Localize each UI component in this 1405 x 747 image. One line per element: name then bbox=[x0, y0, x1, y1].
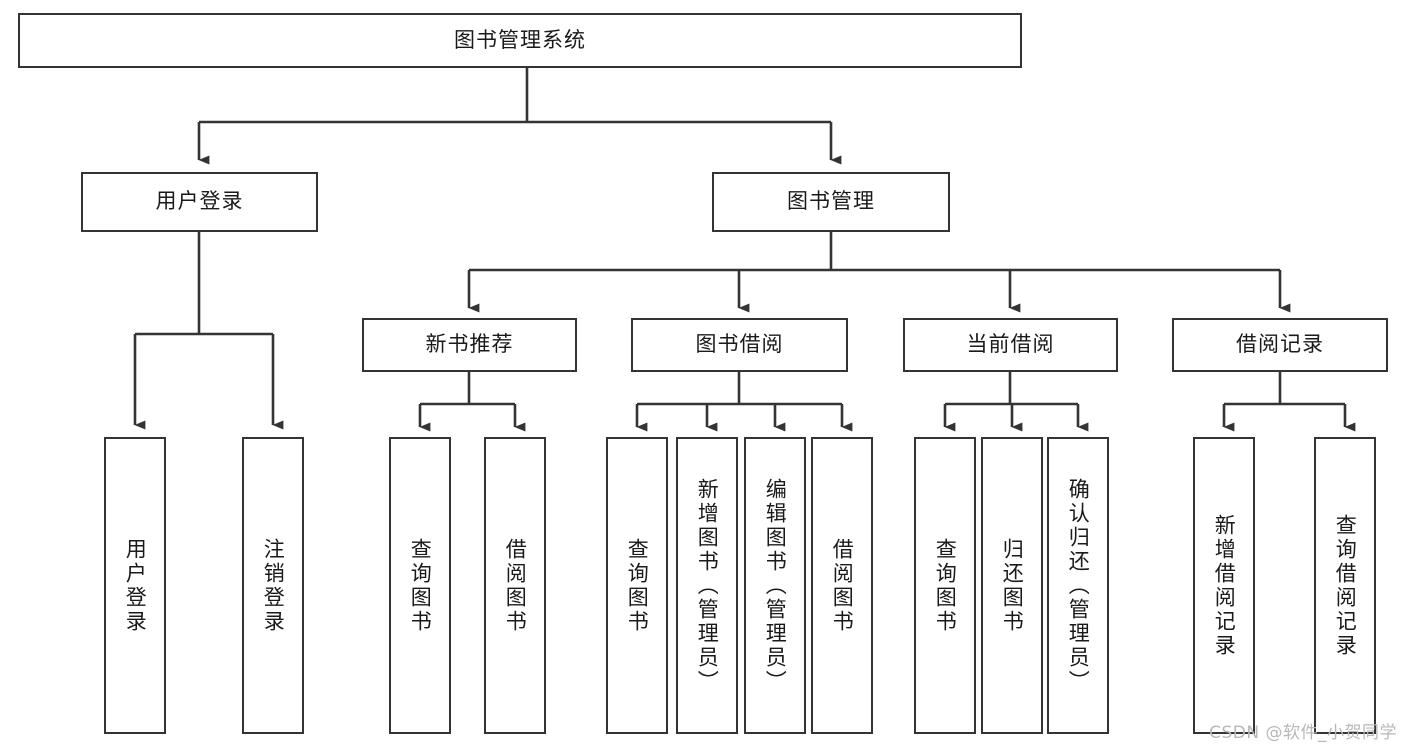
node-leaf-return-book-label: 归还图书 bbox=[1000, 537, 1025, 634]
node-leaf-query-borrow-record-label: 查询借阅记录 bbox=[1333, 513, 1358, 658]
node-leaf-add-borrow-record[interactable]: 新增借阅记录 bbox=[1193, 437, 1255, 734]
node-new-book-recommend[interactable]: 新书推荐 bbox=[362, 318, 577, 372]
node-leaf-confirm-return-admin-label: 确认归还（管理员） bbox=[1066, 477, 1091, 694]
node-leaf-query-book-recommend-label: 查询图书 bbox=[408, 537, 433, 634]
node-leaf-user-login-label: 用户登录 bbox=[123, 537, 148, 634]
node-leaf-logout-label: 注销登录 bbox=[261, 537, 286, 634]
node-leaf-return-book[interactable]: 归还图书 bbox=[981, 437, 1043, 734]
node-leaf-logout[interactable]: 注销登录 bbox=[242, 437, 304, 734]
node-leaf-borrow-book-label: 借阅图书 bbox=[830, 537, 855, 634]
node-book-management[interactable]: 图书管理 bbox=[712, 172, 950, 232]
node-leaf-query-borrow-record[interactable]: 查询借阅记录 bbox=[1314, 437, 1376, 734]
node-leaf-edit-book-admin[interactable]: 编辑图书（管理员） bbox=[744, 437, 806, 734]
node-leaf-query-book-borrow[interactable]: 查询图书 bbox=[606, 437, 668, 734]
node-leaf-add-book-admin-label: 新增图书（管理员） bbox=[695, 477, 720, 694]
node-leaf-edit-book-admin-label: 编辑图书（管理员） bbox=[763, 477, 788, 694]
node-leaf-query-book-borrow-label: 查询图书 bbox=[625, 537, 650, 634]
node-leaf-add-book-admin[interactable]: 新增图书（管理员） bbox=[676, 437, 738, 734]
node-leaf-borrow-book[interactable]: 借阅图书 bbox=[811, 437, 873, 734]
node-leaf-add-borrow-record-label: 新增借阅记录 bbox=[1212, 513, 1237, 658]
node-leaf-borrow-book-recommend[interactable]: 借阅图书 bbox=[484, 437, 546, 734]
node-leaf-confirm-return-admin[interactable]: 确认归还（管理员） bbox=[1047, 437, 1109, 734]
node-leaf-user-login[interactable]: 用户登录 bbox=[104, 437, 166, 734]
node-leaf-query-book-current[interactable]: 查询图书 bbox=[914, 437, 976, 734]
node-current-borrow[interactable]: 当前借阅 bbox=[903, 318, 1118, 372]
node-current-borrow-label: 当前借阅 bbox=[966, 332, 1055, 357]
node-book-borrow-label: 图书借阅 bbox=[695, 332, 784, 357]
node-borrow-record-label: 借阅记录 bbox=[1236, 332, 1324, 357]
node-book-management-label: 图书管理 bbox=[787, 189, 875, 214]
node-user-login-label: 用户登录 bbox=[155, 189, 244, 214]
node-leaf-borrow-book-recommend-label: 借阅图书 bbox=[503, 537, 528, 634]
node-user-login[interactable]: 用户登录 bbox=[81, 172, 318, 232]
node-leaf-query-book-recommend[interactable]: 查询图书 bbox=[389, 437, 451, 734]
node-root-label: 图书管理系统 bbox=[454, 27, 586, 52]
node-book-borrow[interactable]: 图书借阅 bbox=[631, 318, 848, 372]
node-root-book-management-system[interactable]: 图书管理系统 bbox=[18, 13, 1022, 68]
node-new-book-recommend-label: 新书推荐 bbox=[425, 332, 514, 357]
node-leaf-query-book-current-label: 查询图书 bbox=[933, 537, 958, 634]
node-borrow-record[interactable]: 借阅记录 bbox=[1172, 318, 1388, 372]
